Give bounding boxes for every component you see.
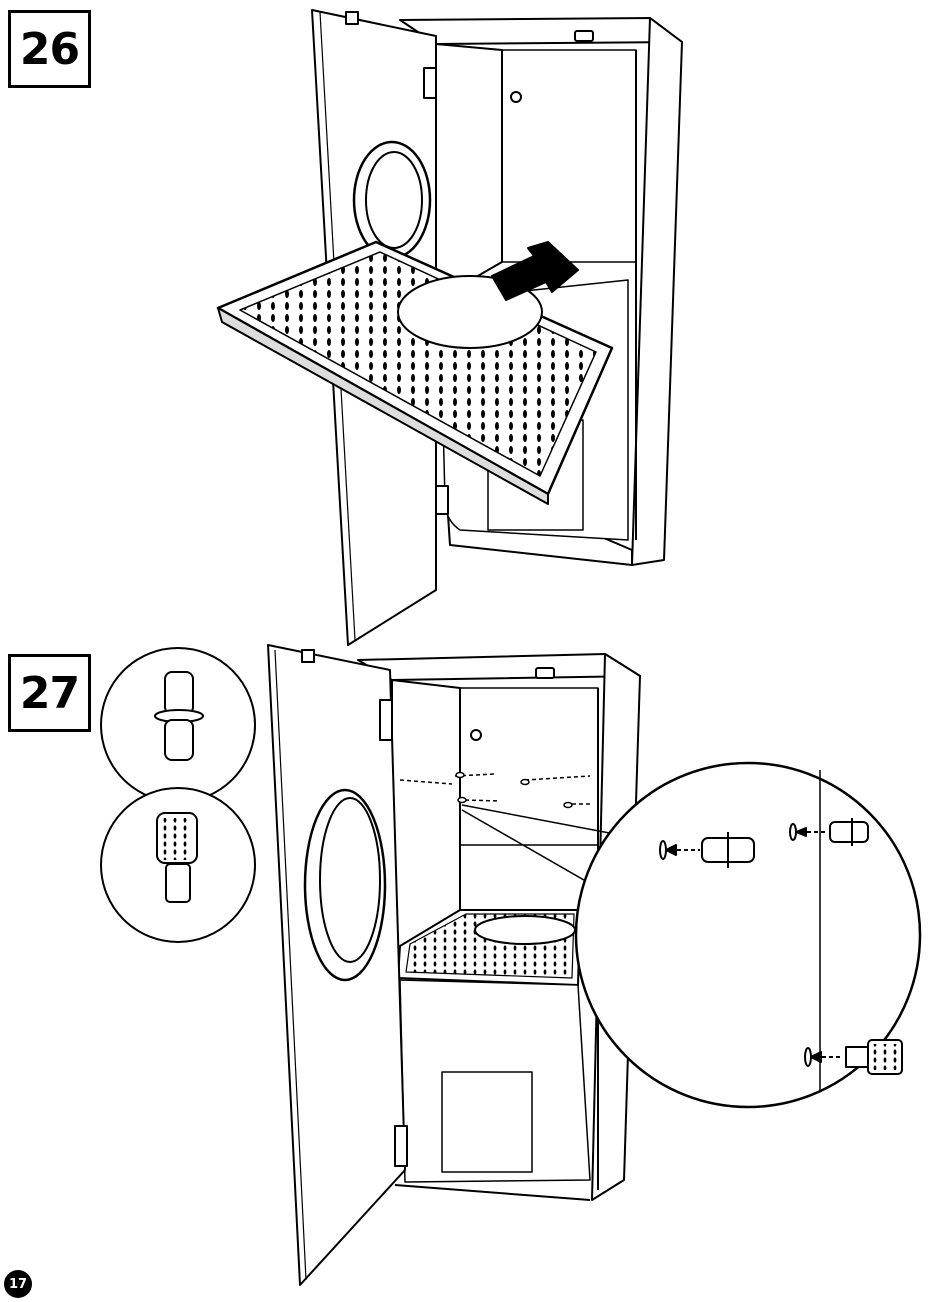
shelf-pin-icon (101, 648, 255, 802)
detail-zoom-circle (576, 763, 920, 1107)
threaded-dowel-icon (101, 788, 255, 942)
page-number: 17 (4, 1270, 32, 1298)
